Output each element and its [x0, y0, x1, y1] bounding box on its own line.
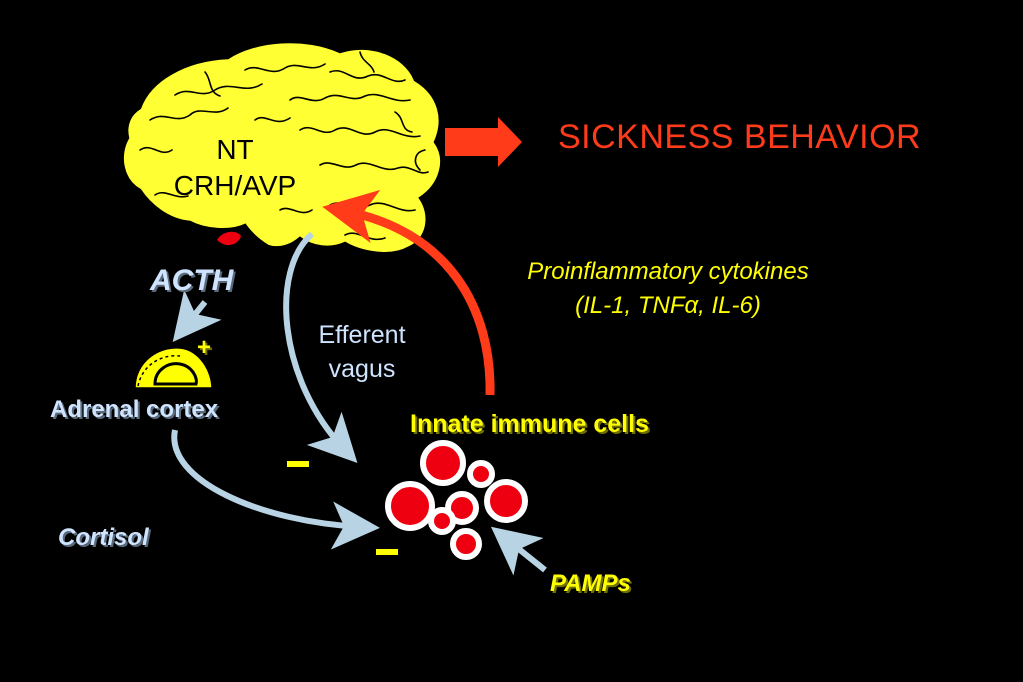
brain-label-crh-avp: CRH/AVP: [173, 170, 297, 201]
pamps-label: PAMPs: [550, 570, 631, 597]
cortisol-label: Cortisol: [58, 524, 149, 551]
adrenal-gland-icon: [134, 347, 213, 389]
efferent-vagus-label-line1: Efferent: [318, 321, 406, 349]
immune-cells-icon: [385, 440, 528, 560]
acth-label: ACTH: [150, 264, 234, 297]
block-arrow-right-icon: [445, 117, 522, 167]
inhibition-minus-icon: [287, 461, 309, 467]
brain-label-nt: NT: [216, 134, 254, 165]
cortisol-arrow-icon: [171, 429, 380, 550]
innate-immune-cells-label: Innate immune cells: [410, 410, 649, 438]
acth-arrow-icon: [172, 289, 222, 343]
pamps-arrow-icon: [490, 526, 547, 576]
adrenal-cortex-label: Adrenal cortex: [50, 396, 219, 423]
inhibition-minus-icon: [376, 549, 398, 555]
sickness-behavior-label: SICKNESS BEHAVIOR: [558, 118, 922, 156]
efferent-vagus-arrow-icon: [283, 231, 358, 464]
cytokines-label-line1: Proinflammatory cytokines: [527, 258, 809, 285]
efferent-vagus-label: Efferent vagus: [292, 318, 432, 386]
efferent-vagus-label-line2: vagus: [328, 355, 396, 383]
brain-label: NT CRH/AVP: [140, 132, 330, 204]
cytokines-label: Proinflammatory cytokines (IL-1, TNFα, I…: [468, 255, 868, 323]
plus-sign: +: [197, 334, 212, 361]
cytokines-label-line2: (IL-1, TNFα, IL-6): [575, 292, 761, 319]
cytokine-arrow-icon: [322, 189, 495, 396]
